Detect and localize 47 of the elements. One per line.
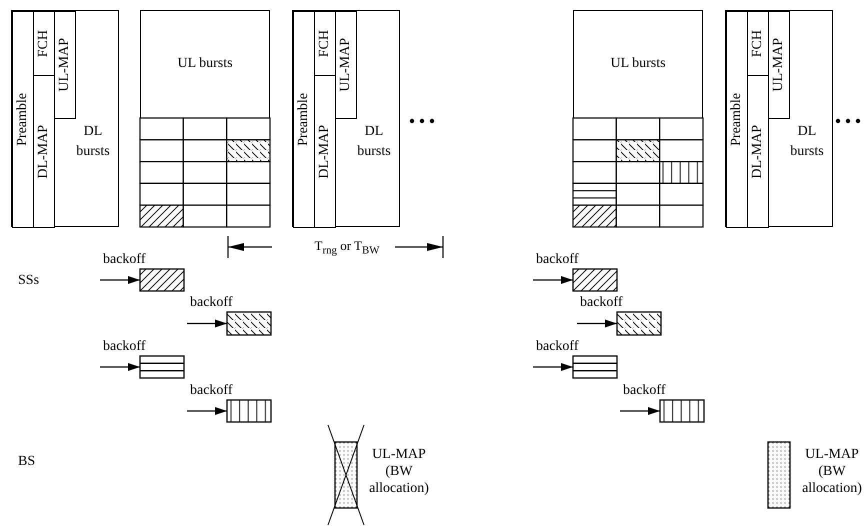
frame-field: UL-MAP: [54, 11, 76, 119]
arrow: [577, 320, 617, 328]
uplink-subframe: [573, 10, 703, 227]
hatched-burst-box: [227, 312, 271, 335]
hatched-burst-box: [573, 356, 617, 378]
edge-label: backoff: [536, 252, 578, 268]
allocation-bar: [768, 442, 790, 508]
downlink-subframe: [292, 10, 400, 227]
frame-field: Preamble: [293, 11, 315, 228]
annotation-label: UL-MAP (BW allocation): [368, 446, 430, 497]
frame-field: Preamble: [12, 11, 34, 228]
frame-field: Preamble: [726, 11, 748, 228]
arrow: [187, 407, 227, 415]
downlink-subframe: [725, 10, 833, 227]
frame-field: UL-MAP: [768, 11, 790, 119]
frame-field: UL-MAP: [335, 11, 357, 119]
row-label: BS: [18, 454, 36, 470]
dimension-label: T$_{rng}$ or T$_{BW}$: [314, 238, 380, 257]
edge-label: backoff: [623, 383, 666, 399]
arrow: [100, 276, 140, 284]
region-label: DL bursts: [789, 123, 825, 161]
hatched-burst-box: [140, 356, 184, 378]
arrow: [533, 363, 573, 371]
edge-label: backoff: [190, 383, 232, 399]
arrow: [533, 276, 573, 284]
edge-label: backoff: [103, 252, 146, 268]
hatched-burst-box: [660, 400, 704, 422]
edge-label: backoff: [580, 295, 622, 311]
annotation-label: UL-MAP (BW allocation): [801, 446, 863, 497]
arrow: [100, 363, 140, 371]
region-label: DL bursts: [356, 123, 392, 161]
arrow: [187, 320, 227, 328]
uplink-subframe: [140, 10, 270, 227]
edge-label: backoff: [190, 295, 232, 311]
hatched-burst-box: [573, 269, 617, 291]
edge-label: backoff: [536, 339, 578, 355]
region-label: UL bursts: [176, 56, 234, 72]
arrow: [620, 407, 660, 415]
region-label: UL bursts: [609, 56, 667, 72]
hatched-burst-box: [617, 312, 661, 335]
row-label: SSs: [18, 273, 40, 289]
hatched-burst-box: [227, 400, 271, 422]
edge-label: backoff: [103, 339, 146, 355]
downlink-subframe: [11, 10, 119, 227]
allocation-bar: [335, 442, 357, 508]
region-label: DL bursts: [75, 123, 111, 161]
hatched-burst-box: [140, 269, 184, 291]
